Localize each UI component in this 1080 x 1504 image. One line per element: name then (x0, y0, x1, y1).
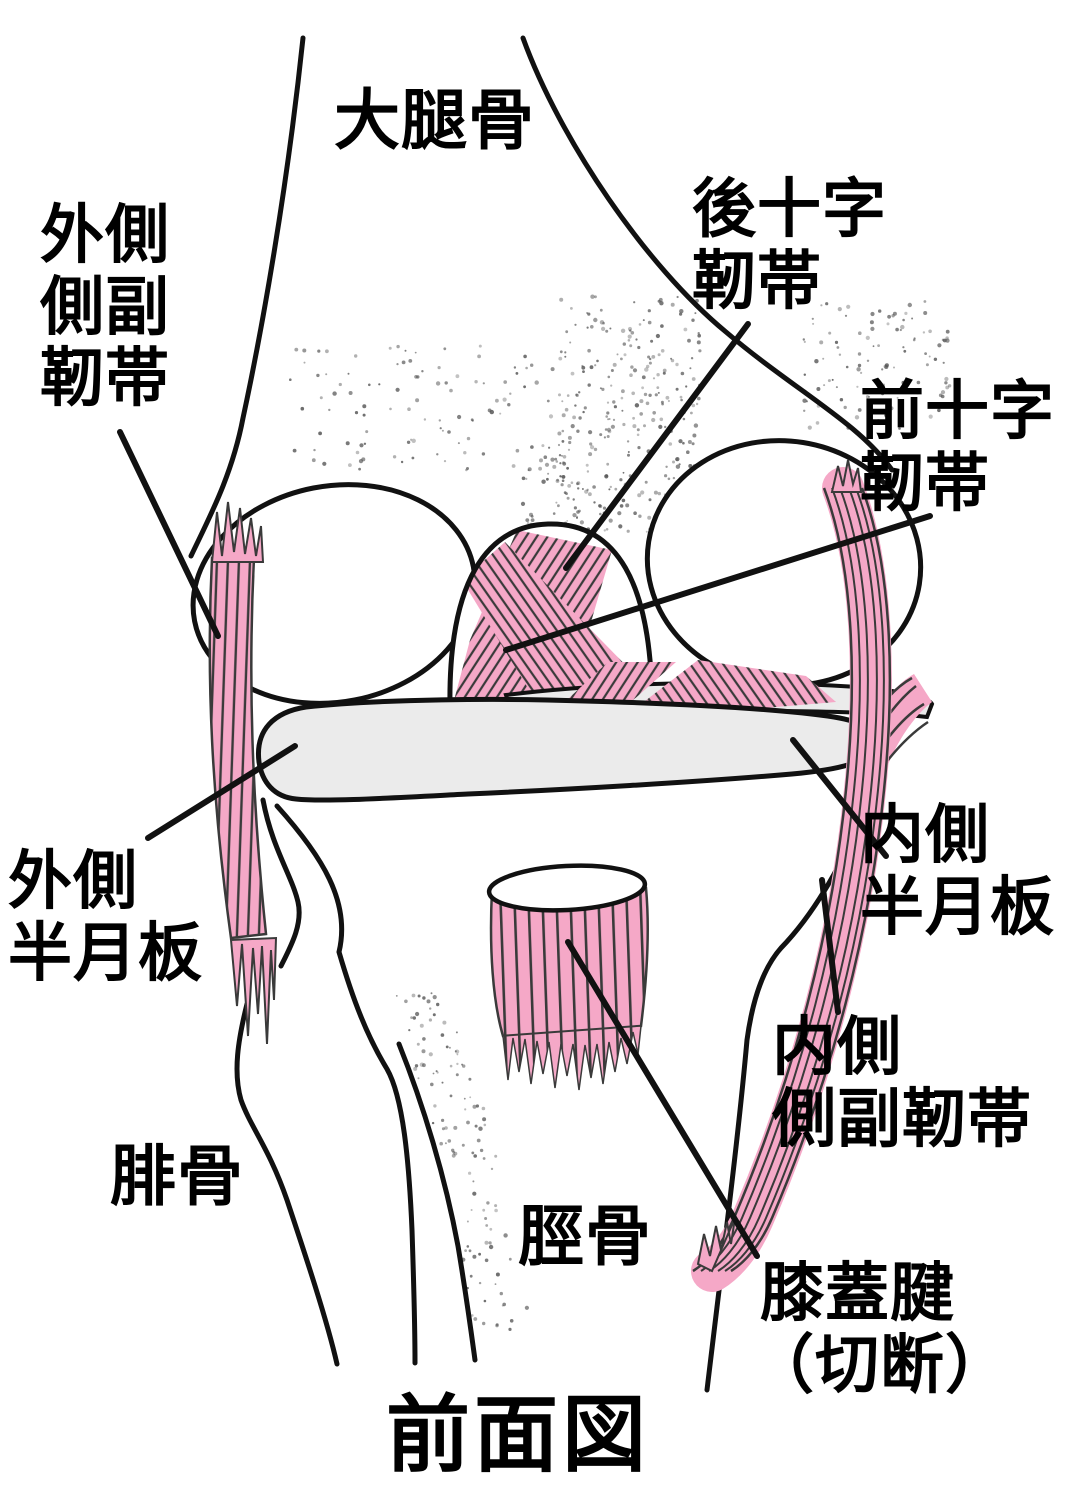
meniscus-band (255, 696, 879, 803)
mcl-band (693, 459, 890, 1273)
label-medial-meniscus: 内側 半月板 (860, 799, 1055, 943)
pcl-lower-attachment (556, 662, 676, 710)
lcl-top-fray (210, 501, 265, 563)
label-lateral-collateral-ligament: 外側 側副 靭帯 (40, 199, 170, 415)
bone-stipple-texture (289, 294, 952, 1331)
leader-lines (117, 321, 933, 1259)
acl-lower-attachment (636, 660, 836, 708)
lcl-band (208, 501, 278, 1045)
label-medial-collateral-ligament: 内側 側副靭帯 (772, 1011, 1032, 1155)
mcl-top-fray (830, 459, 863, 493)
label-anterior-cruciate-ligament: 前十字 靭帯 (860, 375, 1055, 519)
label-patellar-tendon: 膝蓋腱 （切断） (750, 1257, 1010, 1401)
leader-pcl (563, 321, 751, 571)
patellar-tendon-cut-surface (486, 863, 648, 913)
label-posterior-cruciate-ligament: 後十字 靭帯 (692, 173, 887, 317)
intercondylar-notch-outline (447, 521, 655, 709)
label-lateral-meniscus: 外側 半月板 (8, 845, 203, 989)
leader-lcl (117, 429, 221, 639)
femur-outline (188, 35, 895, 559)
lcl-bottom-fray (229, 936, 278, 1045)
lateral-femoral-condyle (190, 482, 478, 706)
leader-acl (503, 513, 933, 653)
label-femur: 大腿骨 (334, 83, 535, 157)
patellar-tendon-fringe (502, 1025, 642, 1091)
mcl-bottom-fray (696, 1217, 736, 1273)
label-tibia: 脛骨 (518, 1199, 652, 1273)
leader-medial-meniscus (790, 737, 889, 859)
label-fibula: 腓骨 (110, 1139, 244, 1213)
patellar-tendon-cut (486, 863, 650, 1091)
leader-mcl (819, 877, 841, 1015)
leader-lateral-meniscus (145, 743, 298, 841)
diagram-title: 前面図 (386, 1388, 651, 1482)
leader-patellar-tendon (565, 939, 760, 1259)
acl-band (462, 542, 650, 708)
